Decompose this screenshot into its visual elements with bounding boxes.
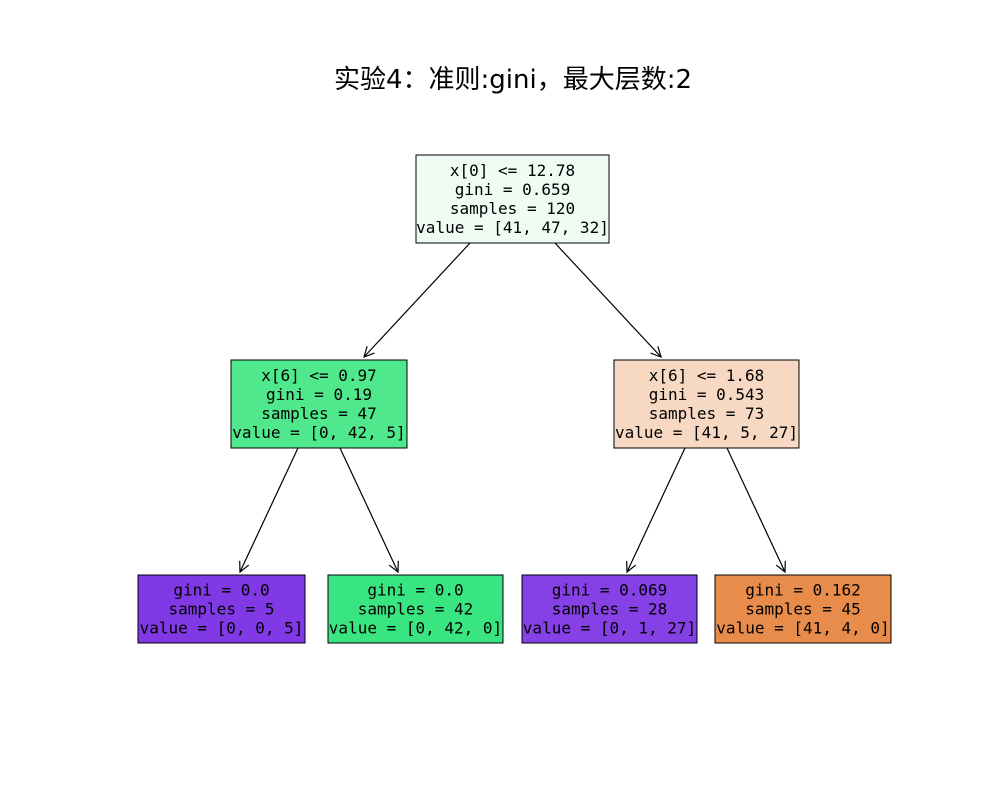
tree-node-line: gini = 0.162: [745, 580, 861, 599]
tree-node-line: value = [41, 4, 0]: [716, 618, 889, 637]
tree-node-box: [327, 574, 504, 644]
tree-edge-r1-to-rl: [627, 447, 686, 572]
tree-node-line: samples = 45: [745, 599, 861, 618]
tree-node-box: [613, 359, 800, 449]
tree-edge-root-to-r1: [554, 242, 661, 357]
tree-node-line: samples = 47: [261, 404, 377, 423]
tree-edge-l1-to-lr: [339, 447, 398, 572]
tree-node-line: value = [0, 42, 5]: [232, 423, 405, 442]
tree-node-line: value = [0, 42, 0]: [329, 618, 502, 637]
tree-node-line: samples = 42: [358, 599, 474, 618]
tree-node-line: gini = 0.0: [367, 580, 463, 599]
tree-node-line: value = [0, 1, 27]: [523, 618, 696, 637]
tree-node-line: value = [41, 5, 27]: [615, 423, 798, 442]
tree-node-box: [415, 154, 610, 244]
tree-node-line: gini = 0.069: [552, 580, 668, 599]
tree-edge-r1-to-rr: [726, 447, 785, 572]
tree-node-line: samples = 73: [649, 404, 765, 423]
tree-node-line: samples = 120: [450, 199, 575, 218]
tree-node-box: [521, 574, 698, 644]
figure-title: 实验4：准则:gini，最大层数:2: [334, 65, 692, 95]
tree-node-line: samples = 28: [552, 599, 668, 618]
tree-node-line: x[6] <= 0.97: [261, 366, 377, 385]
tree-node-line: x[6] <= 1.68: [649, 366, 765, 385]
tree-node-line: value = [41, 47, 32]: [416, 218, 609, 237]
tree-node-line: samples = 5: [169, 599, 275, 618]
tree-node-line: gini = 0.659: [455, 180, 571, 199]
tree-node-box: [714, 574, 892, 644]
tree-node-line: gini = 0.19: [266, 385, 372, 404]
tree-node-line: x[0] <= 12.78: [450, 161, 575, 180]
tree-edges: [240, 242, 785, 572]
tree-node-line: gini = 0.0: [173, 580, 269, 599]
tree-node-line: gini = 0.543: [649, 385, 765, 404]
tree-node-box: [137, 574, 306, 644]
tree-edge-l1-to-ll: [240, 447, 299, 572]
tree-edge-root-to-l1: [364, 242, 471, 357]
tree-node-box: [230, 359, 408, 449]
tree-node-line: value = [0, 0, 5]: [140, 618, 304, 637]
